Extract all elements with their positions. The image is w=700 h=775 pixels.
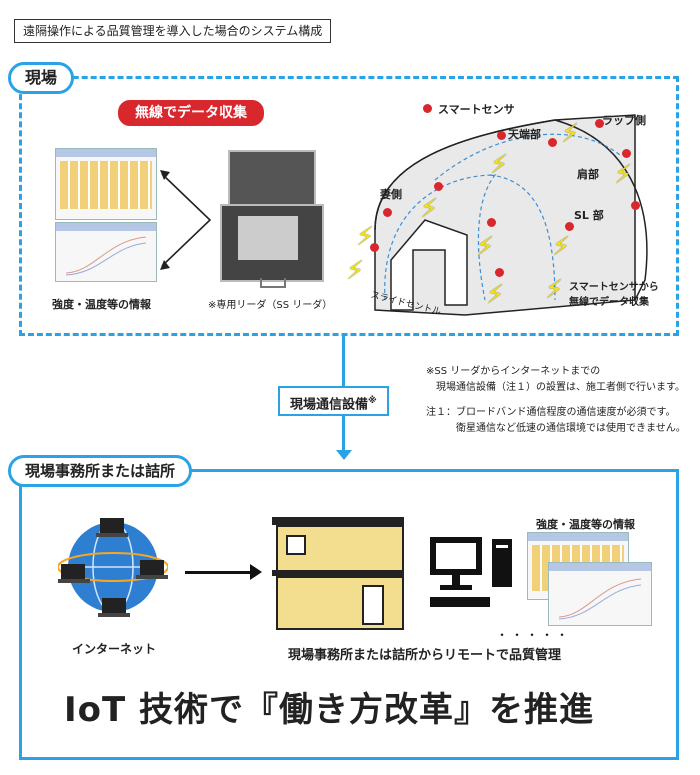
comm-note-line2: 現場通信設備（注１）の設置は、施工者側で行います。 (436, 382, 685, 393)
office-region (19, 469, 679, 760)
office-label: 現場事務所または詰所 (8, 455, 193, 487)
office-info-caption: 強度・温度等の情報 (536, 518, 635, 531)
wireless-bolt-icon: ⚡ (561, 119, 580, 149)
site-info-caption: 強度・温度等の情報 (52, 298, 151, 311)
wireless-bolt-icon: ⚡ (490, 150, 509, 180)
sensor-dot (595, 119, 604, 128)
site-region (19, 76, 679, 336)
computer-icon (430, 537, 512, 607)
sensor-dot (495, 268, 504, 277)
wireless-bolt-icon: ⚡ (420, 194, 439, 224)
internet-arrow-shaft (185, 571, 251, 574)
office-building-icon (272, 517, 404, 630)
reader-to-screens-arrows (160, 170, 212, 270)
reader-caption: ※専用リーダ（SS リーダ） (208, 300, 333, 311)
wireless-bolt-icon: ⚡ (476, 232, 495, 262)
comm-label: 現場通信設備 (290, 397, 369, 413)
wireless-bolt-icon: ⚡ (346, 256, 365, 286)
site-screen-chart (55, 222, 157, 282)
site-screen-table (55, 148, 157, 220)
internet-globe-icon (58, 518, 168, 617)
page-title: 遠隔操作による品質管理を導入した場合のシステム構成 (14, 19, 332, 43)
tunnel-shoulder-label: 肩部 (577, 168, 599, 181)
bolt-legend-line2: 無線でデータ収集 (569, 297, 649, 308)
sensor-dot (370, 243, 379, 252)
sensor-dot (622, 149, 631, 158)
emphasis-dots: ・・・・・ (496, 628, 572, 642)
tunnel-side-label: 妻側 (380, 188, 402, 201)
internet-caption: インターネット (72, 642, 157, 656)
bolt-legend-line1: スマートセンサから (569, 282, 659, 293)
site-label: 現場 (8, 62, 75, 94)
comm-note2-line2: 衛星通信など低速の通信環境では使用できません。 (456, 423, 686, 434)
sensor-dot (383, 208, 392, 217)
sensor-legend: スマートセンサ (438, 103, 515, 116)
comm-note2-line1: 注１：ブロードバンド通信程度の通信速度が必須です。 (426, 407, 676, 418)
sensor-dot (631, 201, 640, 210)
wireless-bolt-icon: ⚡ (486, 280, 505, 310)
connector-arrowhead (336, 450, 352, 460)
bolt-legend-icon: ⚡ (545, 275, 564, 305)
office-screen-chart (548, 562, 652, 626)
internet-arrow-head (250, 564, 262, 580)
wireless-bolt-icon: ⚡ (552, 232, 571, 262)
tunnel-sl-label: SL 部 (574, 209, 604, 222)
wireless-bolt-icon: ⚡ (356, 222, 375, 252)
site-screen-curve (65, 236, 147, 276)
tunnel-crown-label: 天端部 (508, 128, 541, 141)
slogan: IoT 技術で『働き方改革』を推進 (64, 690, 595, 730)
sensor-dot (487, 218, 496, 227)
wireless-bolt-icon: ⚡ (614, 160, 633, 190)
comm-mark: ※ (368, 396, 377, 406)
office-screen-curve (558, 578, 642, 620)
tunnel-lap-label: ラップ側 (602, 114, 646, 127)
tunnel-illustration (374, 114, 648, 316)
comm-note-line1: ※SS リーダからインターネットまでの (426, 366, 601, 377)
sensor-dot (548, 138, 557, 147)
comm-label-box: 現場通信設備※ (278, 386, 389, 416)
sensor-dot (565, 222, 574, 231)
wireless-label: 無線でデータ収集 (118, 100, 264, 126)
sensor-dot (434, 182, 443, 191)
ss-reader (220, 150, 324, 290)
remote-caption: 現場事務所または詰所からリモートで品質管理 (288, 648, 562, 663)
sensor-dot (497, 131, 506, 140)
sensor-legend-dot (423, 104, 432, 113)
